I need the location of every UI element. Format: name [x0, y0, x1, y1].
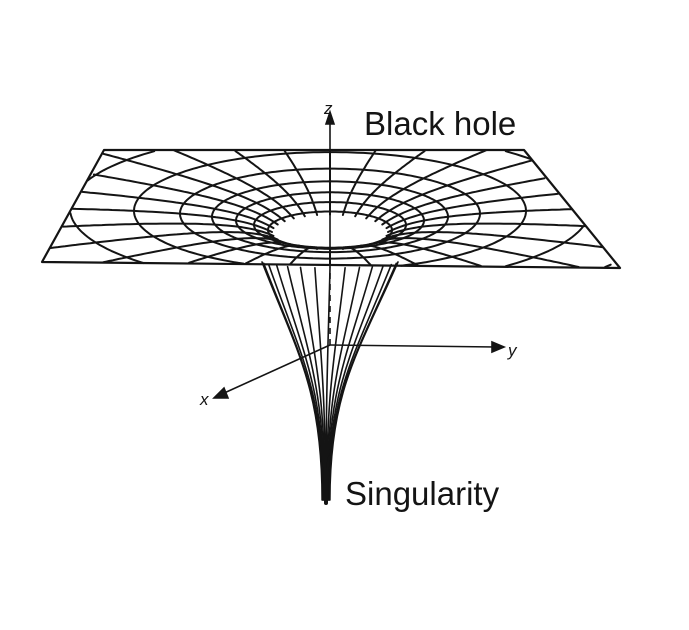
throat-line [325, 267, 346, 501]
grid-spoke [244, 244, 306, 265]
spacetime-grid-sheet [40, 148, 622, 270]
z-axis-label: z [323, 99, 333, 118]
grid-spoke [381, 177, 546, 226]
grid-spoke [81, 190, 275, 230]
grid-spoke [234, 150, 306, 218]
grid-spoke [387, 208, 573, 233]
grid-spoke [374, 159, 533, 223]
grid-spoke [341, 149, 377, 216]
grid-spoke [188, 241, 295, 264]
grid-spoke [365, 241, 482, 267]
sheet-outline [40, 148, 622, 270]
throat-line [328, 263, 393, 501]
grid-spoke [92, 173, 279, 226]
grid-spoke [283, 149, 319, 216]
throat-line [261, 261, 323, 501]
coordinate-axes [212, 109, 507, 399]
grid-spoke [49, 231, 279, 249]
grid-spoke [354, 150, 426, 218]
grid-spoke [374, 237, 580, 268]
black-hole-label: Black hole [364, 105, 516, 142]
grid-spoke [365, 149, 487, 220]
grid-spoke [385, 192, 560, 230]
throat-line [262, 262, 324, 501]
grid-spoke [102, 152, 286, 223]
x-axis-label: x [199, 390, 209, 409]
grid-spoke [381, 231, 604, 249]
z-axis-arrow [324, 109, 336, 125]
grid-spoke [71, 207, 273, 233]
y-axis-arrow [491, 340, 507, 354]
throat-line [314, 267, 327, 501]
grid-spoke [341, 246, 372, 266]
throat-line [327, 264, 384, 501]
x-axis-arrow [212, 386, 230, 399]
grid-spoke [385, 222, 587, 237]
throat-line [325, 267, 331, 501]
grid-spoke [173, 149, 295, 220]
gravity-well-throat [261, 261, 399, 505]
grid-spoke [102, 237, 286, 264]
y-axis-line [329, 344, 497, 348]
throat-line [329, 261, 399, 501]
grid-spoke [354, 244, 419, 267]
throat-line [326, 265, 374, 501]
grid-spoke [61, 222, 275, 237]
x-axis-line [221, 344, 331, 395]
singularity-label: Singularity [345, 475, 500, 512]
grid-ring [604, 263, 612, 269]
grid-spoke [289, 246, 319, 265]
grid-ring [69, 150, 585, 268]
y-axis-label: y [507, 341, 518, 360]
